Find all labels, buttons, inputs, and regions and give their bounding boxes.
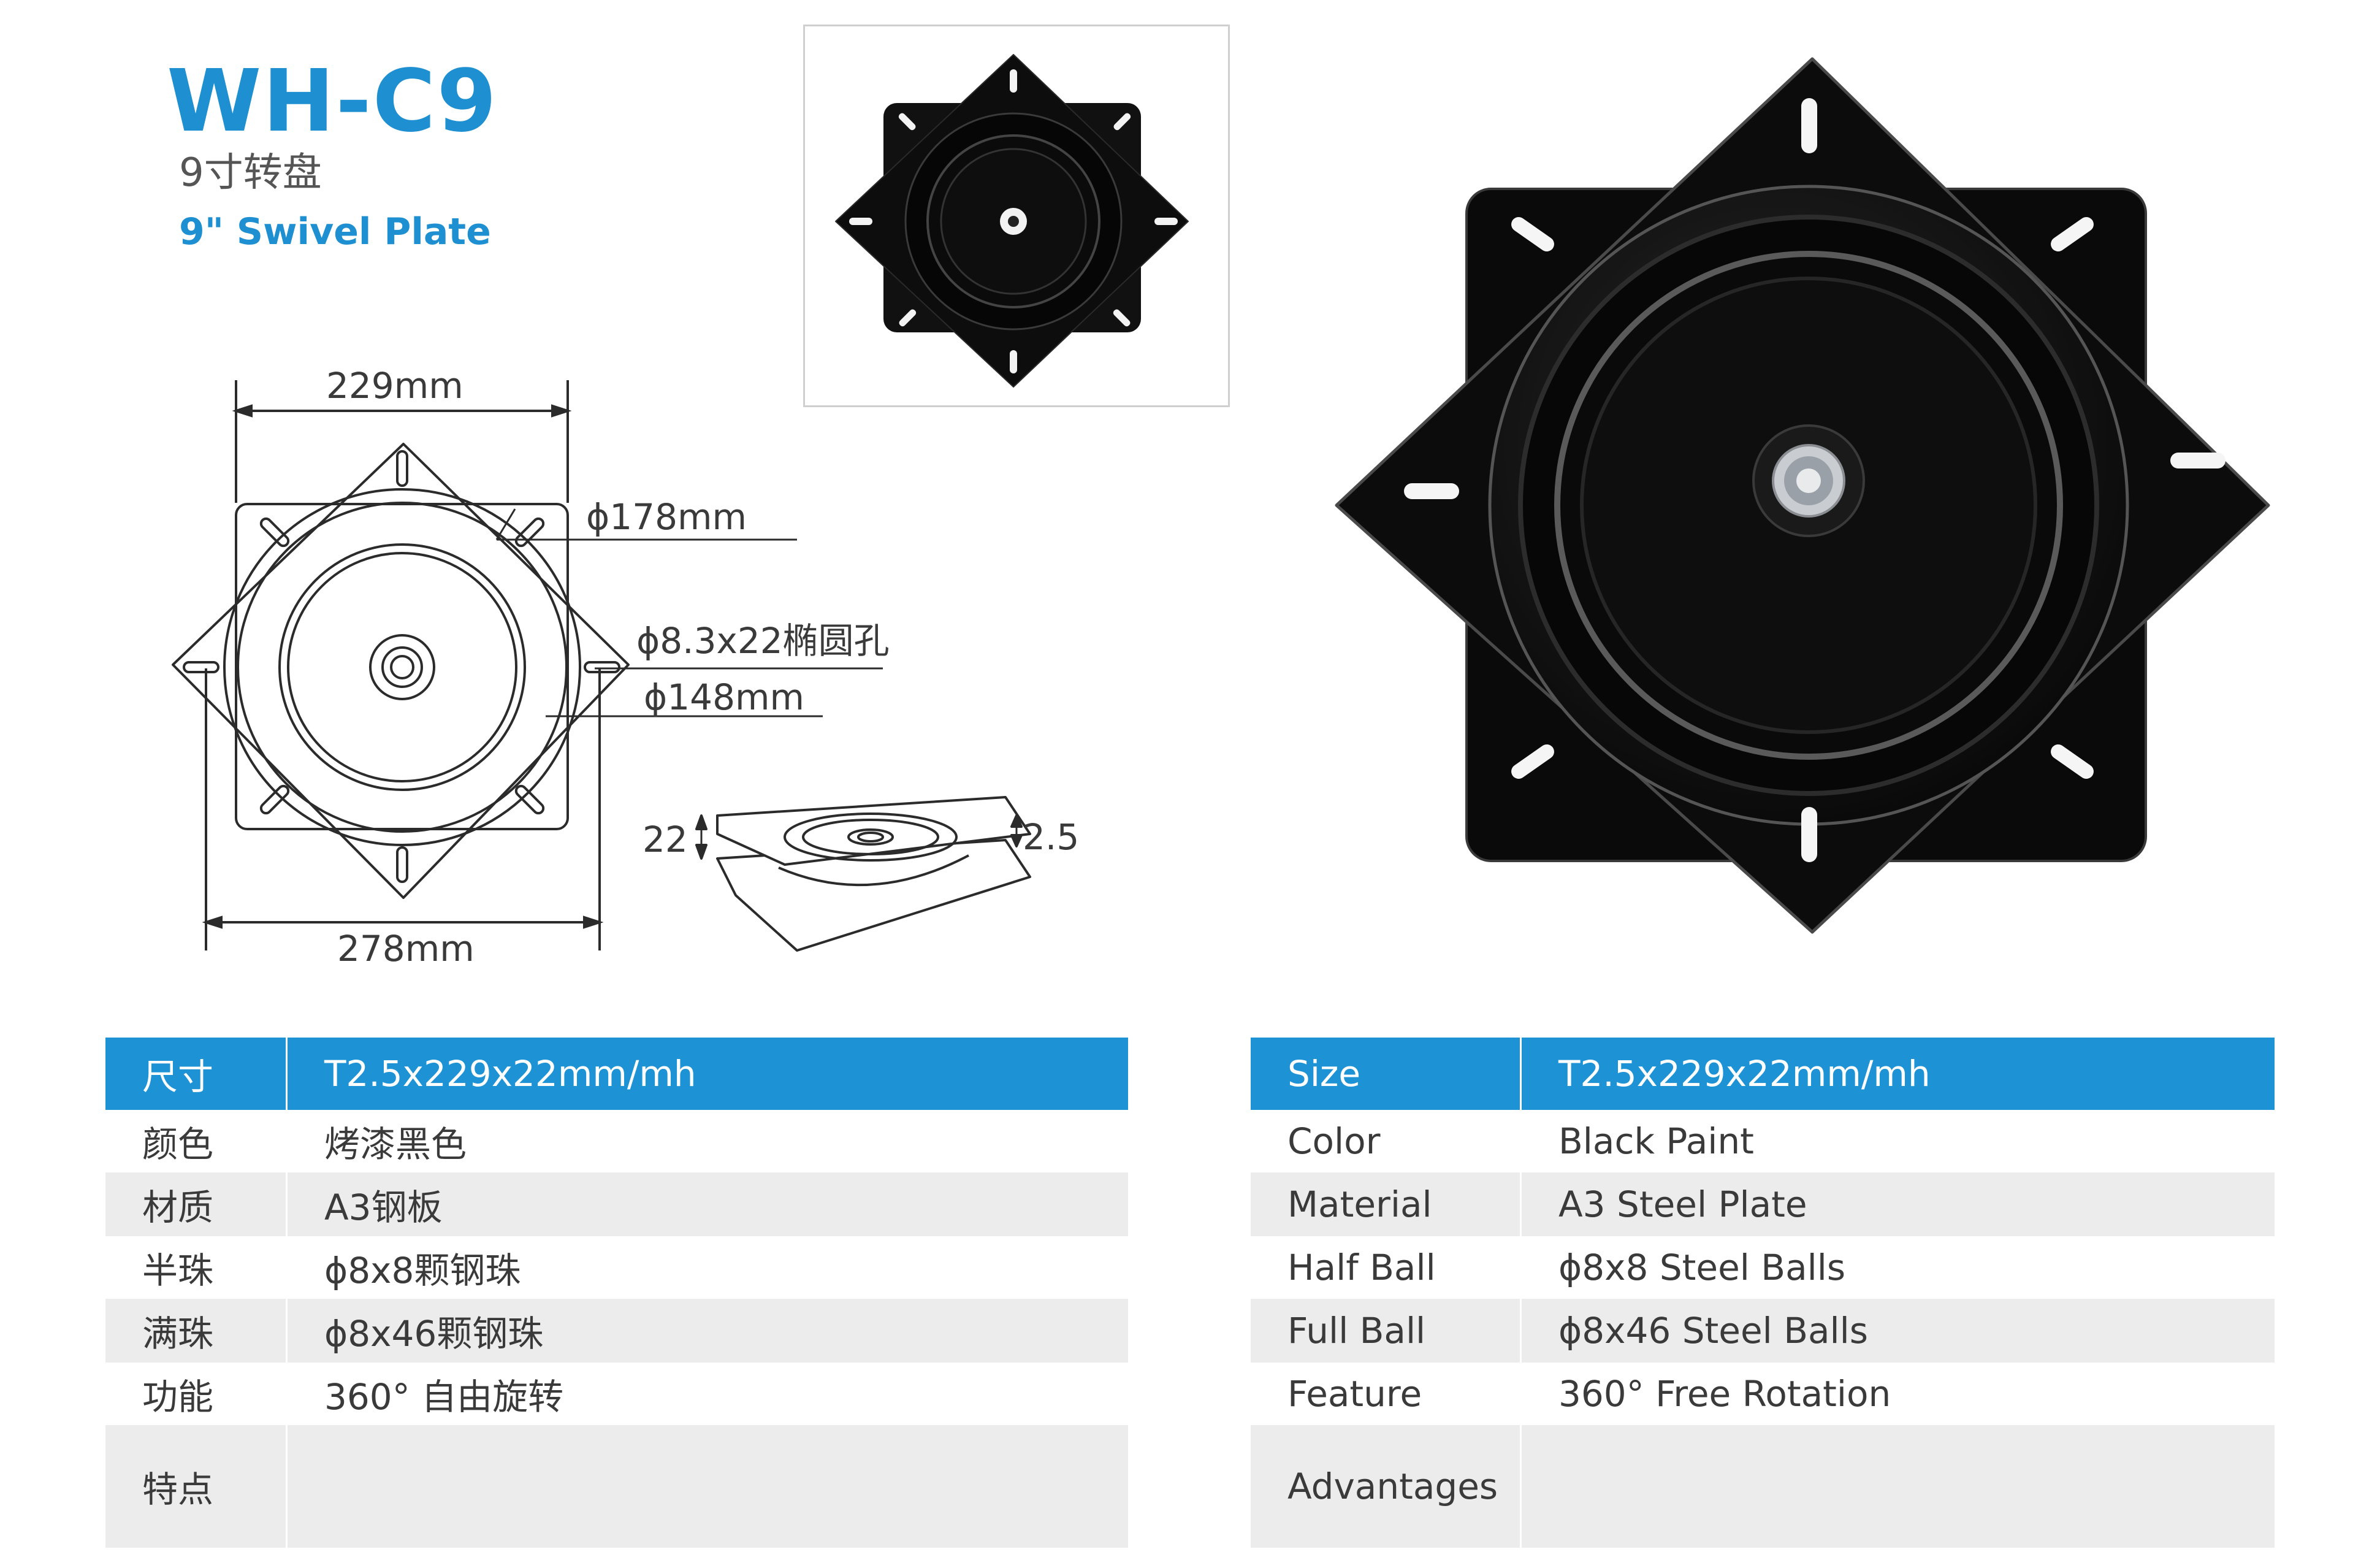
spec-value (286, 1425, 1128, 1548)
subtitle-en: 9" Swivel Plate (179, 210, 491, 253)
model-title: WH-C9 (167, 52, 498, 151)
table-row: Full Ball ϕ8x46 Steel Balls (1251, 1299, 2275, 1363)
technical-drawing: 229mm ϕ178mm ϕ8.3x22椭圆孔 ϕ148mm 278mm (153, 343, 920, 987)
spec-key: Size (1251, 1038, 1522, 1110)
spec-key: Half Ball (1251, 1236, 1522, 1299)
table-row: Feature 360° Free Rotation (1251, 1363, 2275, 1425)
plate-perspective-drawing (695, 796, 1031, 952)
table-row: 满珠 ϕ8x46颗钢珠 (105, 1299, 1128, 1363)
spec-key: 特点 (105, 1425, 288, 1548)
spec-key: 功能 (105, 1363, 288, 1425)
spec-value: A3钢板 (286, 1172, 1128, 1236)
spec-table-en: Size T2.5x229x22mm/mh Color Black Paint … (1251, 1038, 2275, 1548)
spec-key: 颜色 (105, 1110, 288, 1172)
spec-value (1520, 1425, 2275, 1548)
spec-key: Full Ball (1251, 1299, 1522, 1363)
dim-height: 22 (643, 819, 688, 860)
table-row: Size T2.5x229x22mm/mh (1251, 1038, 2275, 1110)
table-row: Half Ball ϕ8x8 Steel Balls (1251, 1236, 2275, 1299)
table-row: 材质 A3钢板 (105, 1172, 1128, 1236)
dim-inner-diameter: ϕ148mm (644, 676, 804, 718)
table-row: Color Black Paint (1251, 1110, 2275, 1172)
table-row: Material A3 Steel Plate (1251, 1172, 2275, 1236)
dim-thickness: 2.5 (1023, 816, 1080, 858)
plate-outline-drawing (172, 380, 883, 950)
spec-key: Color (1251, 1110, 1522, 1172)
spec-value: ϕ8x8 Steel Balls (1520, 1236, 2275, 1299)
spec-value: 360° Free Rotation (1520, 1363, 2275, 1425)
spec-key: 尺寸 (105, 1038, 288, 1110)
spec-table-cn: 尺寸 T2.5x229x22mm/mh 颜色 烤漆黑色 材质 A3钢板 半珠 ϕ… (105, 1038, 1128, 1548)
spec-value: 烤漆黑色 (286, 1110, 1128, 1172)
table-row: 颜色 烤漆黑色 (105, 1110, 1128, 1172)
spec-value: T2.5x229x22mm/mh (286, 1038, 1128, 1110)
product-photo-small (803, 25, 1230, 407)
spec-value: 360° 自由旋转 (286, 1363, 1128, 1425)
table-row: 特点 (105, 1425, 1128, 1548)
dim-bottom-width: 278mm (337, 928, 475, 969)
spec-key: 满珠 (105, 1299, 288, 1363)
table-row: 半珠 ϕ8x8颗钢珠 (105, 1236, 1128, 1299)
spec-value: ϕ8x46颗钢珠 (286, 1299, 1128, 1363)
side-view-drawing: 22 2.5 (625, 748, 1079, 981)
spec-key: 半珠 (105, 1236, 288, 1299)
spec-value: A3 Steel Plate (1520, 1172, 2275, 1236)
dim-outer-diameter: ϕ178mm (586, 496, 747, 538)
spec-value: Black Paint (1520, 1110, 2275, 1172)
swivel-plate-small-image (835, 54, 1189, 388)
spec-value: ϕ8x8颗钢珠 (286, 1236, 1128, 1299)
spec-key: 材质 (105, 1172, 288, 1236)
dim-slot: ϕ8.3x22椭圆孔 (636, 620, 890, 662)
spec-key: Advantages (1251, 1425, 1522, 1548)
dim-top-width: 229mm (326, 365, 463, 407)
subtitle-cn: 9寸转盘 (179, 150, 322, 196)
table-row: 尺寸 T2.5x229x22mm/mh (105, 1038, 1128, 1110)
table-row: Advantages (1251, 1425, 2275, 1548)
table-row: 功能 360° 自由旋转 (105, 1363, 1128, 1425)
swivel-plate-large-image (1335, 57, 2270, 934)
spec-value: ϕ8x46 Steel Balls (1520, 1299, 2275, 1363)
spec-key: Material (1251, 1172, 1522, 1236)
spec-value: T2.5x229x22mm/mh (1520, 1038, 2275, 1110)
spec-key: Feature (1251, 1363, 1522, 1425)
product-photo-large (1324, 49, 2281, 957)
